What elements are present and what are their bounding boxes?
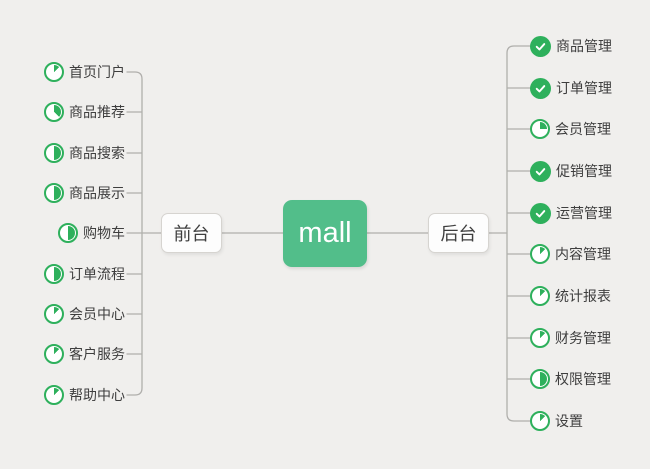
- progress-pie-icon: [44, 183, 64, 203]
- topic-label: 内容管理: [555, 246, 611, 262]
- topic-finance-management[interactable]: 财务管理: [530, 327, 611, 349]
- topic-shopping-cart[interactable]: 购物车: [58, 222, 125, 244]
- topic-permission-management[interactable]: 权限管理: [530, 368, 611, 390]
- branch-topic-backend[interactable]: 后台: [428, 213, 489, 253]
- topic-label: 运营管理: [556, 205, 612, 221]
- branch-topic-label: 后台: [440, 224, 477, 244]
- topic-label: 会员中心: [69, 306, 125, 322]
- progress-pie-icon: [44, 385, 64, 405]
- progress-pie-icon: [44, 62, 64, 82]
- topic-settings[interactable]: 设置: [530, 410, 583, 432]
- topic-label: 首页门户: [69, 64, 125, 80]
- progress-pie-icon: [44, 344, 64, 364]
- task-done-icon: [530, 77, 551, 99]
- topic-promotion-management[interactable]: 促销管理: [530, 160, 612, 182]
- progress-pie-icon: [530, 286, 550, 306]
- topic-label: 商品展示: [69, 185, 125, 201]
- progress-pie-icon: [530, 119, 550, 139]
- progress-pie-icon: [44, 143, 64, 163]
- progress-pie-icon: [530, 328, 550, 348]
- topic-order-management[interactable]: 订单管理: [530, 77, 612, 99]
- topic-product-search[interactable]: 商品搜索: [44, 142, 125, 164]
- topic-label: 设置: [555, 413, 583, 429]
- topic-label: 统计报表: [555, 288, 611, 304]
- progress-pie-icon: [58, 223, 78, 243]
- right-branch-connector: [488, 45, 531, 422]
- topic-label: 订单管理: [556, 80, 612, 96]
- progress-pie-icon: [44, 102, 64, 122]
- root-topic-label: mall: [298, 217, 352, 249]
- branch-topic-label: 前台: [173, 224, 210, 244]
- topic-help-center[interactable]: 帮助中心: [44, 384, 125, 406]
- topic-order-flow[interactable]: 订单流程: [44, 263, 125, 285]
- progress-pie-icon: [530, 411, 550, 431]
- topic-label: 购物车: [83, 225, 125, 241]
- topic-content-management[interactable]: 内容管理: [530, 243, 611, 265]
- topic-product-management[interactable]: 商品管理: [530, 35, 612, 57]
- task-done-icon: [530, 202, 551, 224]
- topic-label: 促销管理: [556, 163, 612, 179]
- topic-operation-management[interactable]: 运营管理: [530, 202, 612, 224]
- progress-pie-icon: [44, 304, 64, 324]
- topic-member-center[interactable]: 会员中心: [44, 303, 125, 325]
- left-branch-connector: [126, 71, 162, 396]
- topic-label: 订单流程: [69, 266, 125, 282]
- topic-label: 商品管理: [556, 38, 612, 54]
- topic-label: 客户服务: [69, 346, 125, 362]
- topic-product-recommend[interactable]: 商品推荐: [44, 101, 125, 123]
- topic-label: 商品推荐: [69, 104, 125, 120]
- topic-homepage-portal[interactable]: 首页门户: [44, 61, 125, 83]
- topic-member-management[interactable]: 会员管理: [530, 118, 611, 140]
- topic-statistics-report[interactable]: 统计报表: [530, 285, 611, 307]
- topic-product-display[interactable]: 商品展示: [44, 182, 125, 204]
- topic-customer-service[interactable]: 客户服务: [44, 343, 125, 365]
- progress-pie-icon: [530, 369, 550, 389]
- topic-label: 财务管理: [555, 330, 611, 346]
- topic-label: 权限管理: [555, 371, 611, 387]
- root-topic-mall[interactable]: mall: [283, 200, 367, 267]
- topic-label: 会员管理: [555, 121, 611, 137]
- progress-pie-icon: [530, 244, 550, 264]
- topic-label: 帮助中心: [69, 387, 125, 403]
- branch-topic-frontend[interactable]: 前台: [161, 213, 222, 253]
- topic-label: 商品搜索: [69, 145, 125, 161]
- task-done-icon: [530, 160, 551, 182]
- progress-pie-icon: [44, 264, 64, 284]
- task-done-icon: [530, 35, 551, 57]
